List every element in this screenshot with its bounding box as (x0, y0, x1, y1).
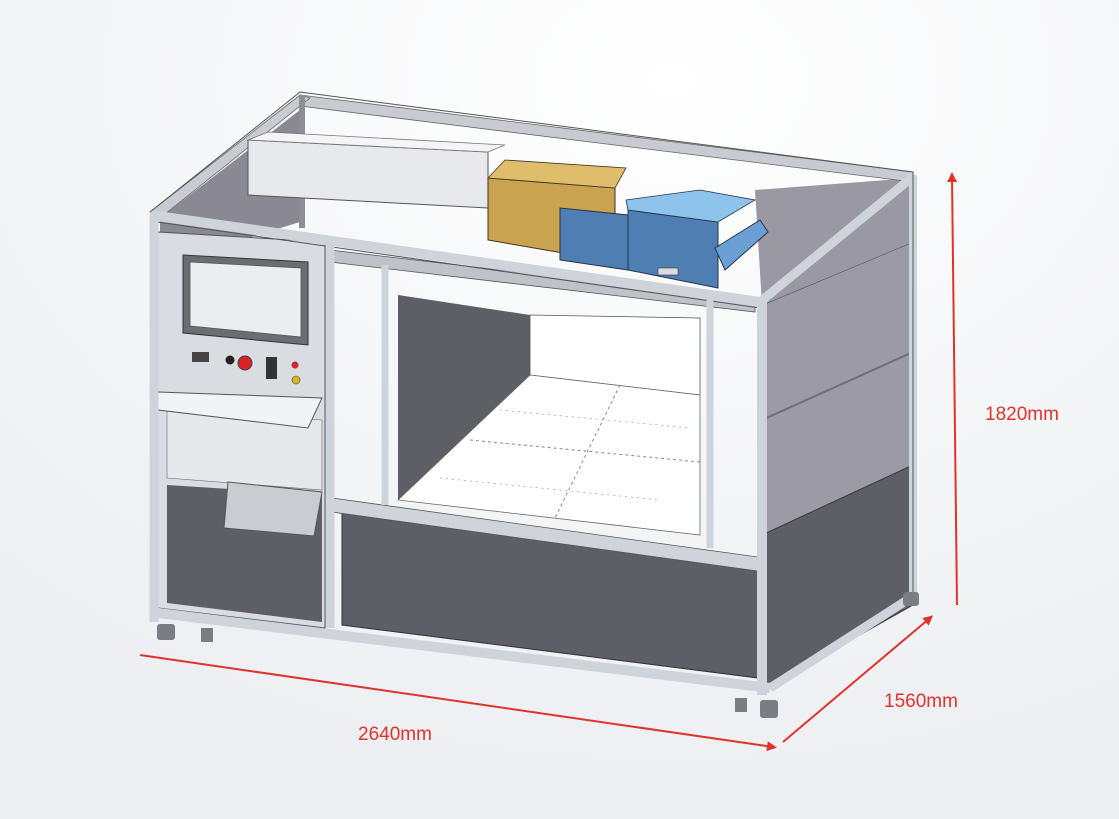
frame-top-right-rail (757, 171, 918, 306)
laser-head-side-tube (714, 219, 769, 271)
depth-dimension-label: 1560mm (884, 691, 958, 712)
height-dimension-arrow (947, 172, 958, 606)
width-dimension-label: 2640mm (358, 724, 432, 745)
laser-head-gold-top (487, 159, 627, 189)
width-dimension-arrow (139, 654, 777, 752)
emergency-stop-button (237, 355, 253, 371)
indicator-light-red (291, 361, 299, 369)
caster-foot (157, 624, 175, 640)
table-divider-line (554, 384, 621, 519)
laser-head-label-plate (657, 267, 679, 276)
height-dimension-label: 1820mm (985, 404, 1059, 425)
indicator-light-yellow (291, 375, 301, 385)
caster-foot (760, 700, 778, 718)
touchscreen-display (189, 261, 302, 338)
gantry-cover-top (247, 131, 506, 153)
key-switch (266, 357, 277, 379)
table-divider-line (499, 409, 691, 429)
power-switch-icon (225, 355, 235, 365)
frame-top-front-rail-edge (149, 220, 761, 309)
frame-top-front-rail (149, 210, 761, 307)
caster-foot (735, 698, 747, 712)
depth-dimension-arrow (782, 615, 934, 743)
frame-bottom-front-rail (149, 607, 771, 693)
laser-head-light-blue-top (625, 189, 757, 223)
caster-foot (903, 592, 919, 606)
table-divider-line (469, 439, 701, 463)
frame-bottom-right-rail (767, 591, 918, 692)
mouse-tray (223, 481, 323, 537)
laser-head-blue-block (559, 207, 629, 271)
table-divider-line (439, 477, 661, 501)
usb-port (192, 352, 209, 362)
frame-outline (149, 91, 914, 602)
caster-foot (201, 628, 213, 642)
right-side-seam (761, 351, 914, 421)
work-table-surface (397, 374, 701, 536)
